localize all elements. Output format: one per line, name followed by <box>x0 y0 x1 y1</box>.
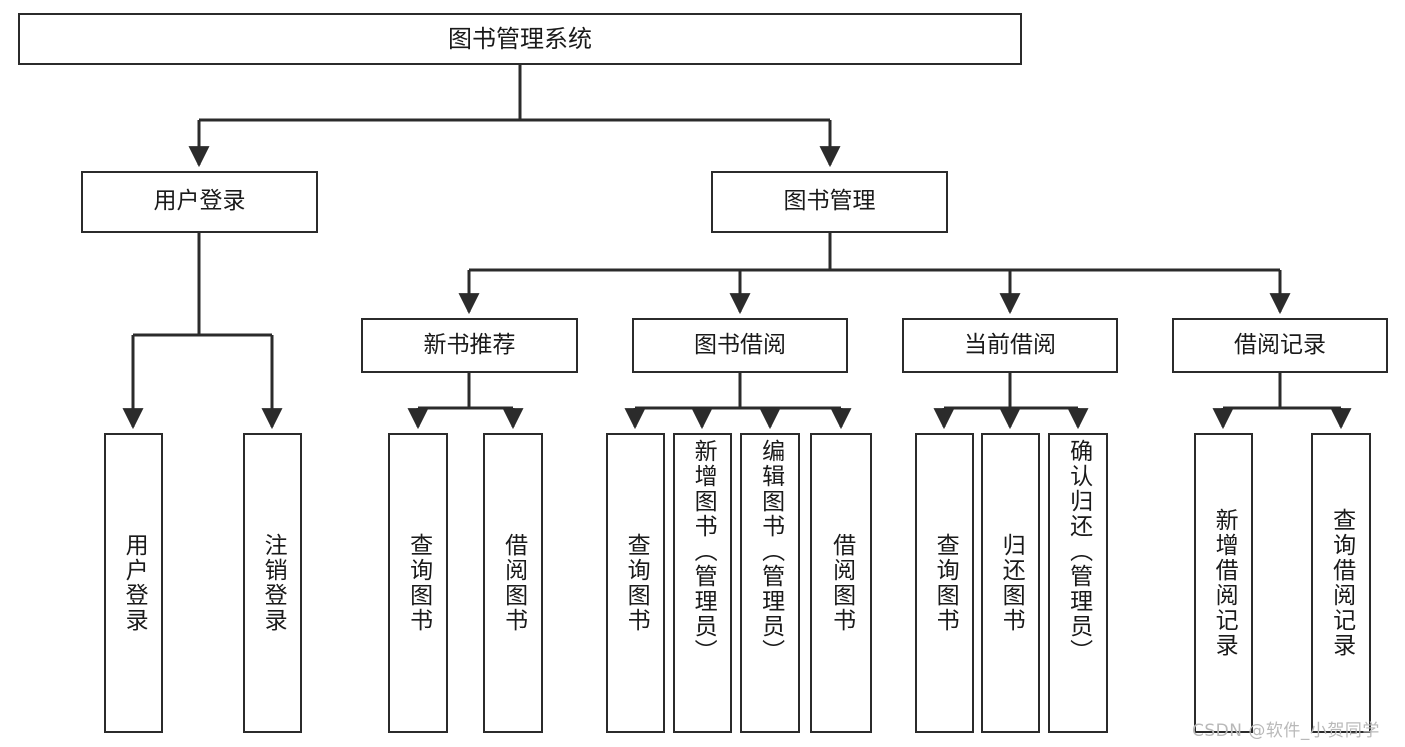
node-root-system[interactable]: 图书管理系统 <box>18 13 1022 65</box>
node-label: 查询图书 <box>932 533 959 633</box>
node-label: 图书借阅 <box>694 331 786 358</box>
node-label: 借阅图书 <box>828 533 855 633</box>
node-label: 借阅记录 <box>1234 331 1326 358</box>
node-label: 用户登录 <box>153 188 246 215</box>
node-label: 编辑图书（管理员） <box>757 439 784 664</box>
node-label: 借阅图书 <box>500 533 527 633</box>
leaf-logout[interactable]: 注销登录 <box>243 433 302 733</box>
node-borrow-records[interactable]: 借阅记录 <box>1172 318 1388 373</box>
leaf-borrow-books-recommend[interactable]: 借阅图书 <box>483 433 543 733</box>
node-book-management[interactable]: 图书管理 <box>711 171 948 233</box>
node-label: 图书管理 <box>783 188 876 215</box>
node-label: 图书管理系统 <box>448 24 592 53</box>
node-user-login[interactable]: 用户登录 <box>81 171 318 233</box>
csdn-watermark: CSDN @软件_小贺同学 <box>1192 721 1380 741</box>
node-label: 用户登录 <box>121 533 148 633</box>
node-label: 查询图书 <box>623 533 650 633</box>
leaf-user-login[interactable]: 用户登录 <box>104 433 163 733</box>
leaf-borrow-books[interactable]: 借阅图书 <box>810 433 872 733</box>
node-current-borrow[interactable]: 当前借阅 <box>902 318 1118 373</box>
node-label: 新增图书（管理员） <box>690 439 717 664</box>
node-label: 注销登录 <box>260 533 287 633</box>
node-label: 归还图书 <box>998 533 1025 633</box>
leaf-add-book-admin[interactable]: 新增图书（管理员） <box>673 433 732 733</box>
leaf-edit-book-admin[interactable]: 编辑图书（管理员） <box>740 433 800 733</box>
node-new-book-recommend[interactable]: 新书推荐 <box>361 318 578 373</box>
node-label: 查询借阅记录 <box>1328 508 1355 658</box>
leaf-add-borrow-record[interactable]: 新增借阅记录 <box>1194 433 1253 733</box>
leaf-query-books-current[interactable]: 查询图书 <box>915 433 974 733</box>
node-label: 新增借阅记录 <box>1211 508 1238 658</box>
leaf-query-borrow-record[interactable]: 查询借阅记录 <box>1311 433 1371 733</box>
leaf-query-books-borrow[interactable]: 查询图书 <box>606 433 665 733</box>
leaf-return-books[interactable]: 归还图书 <box>981 433 1040 733</box>
leaf-query-books-recommend[interactable]: 查询图书 <box>388 433 448 733</box>
node-label: 确认归还（管理员） <box>1065 439 1092 664</box>
node-book-borrow[interactable]: 图书借阅 <box>632 318 848 373</box>
leaf-confirm-return-admin[interactable]: 确认归还（管理员） <box>1048 433 1108 733</box>
node-label: 当前借阅 <box>964 331 1056 358</box>
node-label: 查询图书 <box>405 533 432 633</box>
node-label: 新书推荐 <box>423 331 516 358</box>
